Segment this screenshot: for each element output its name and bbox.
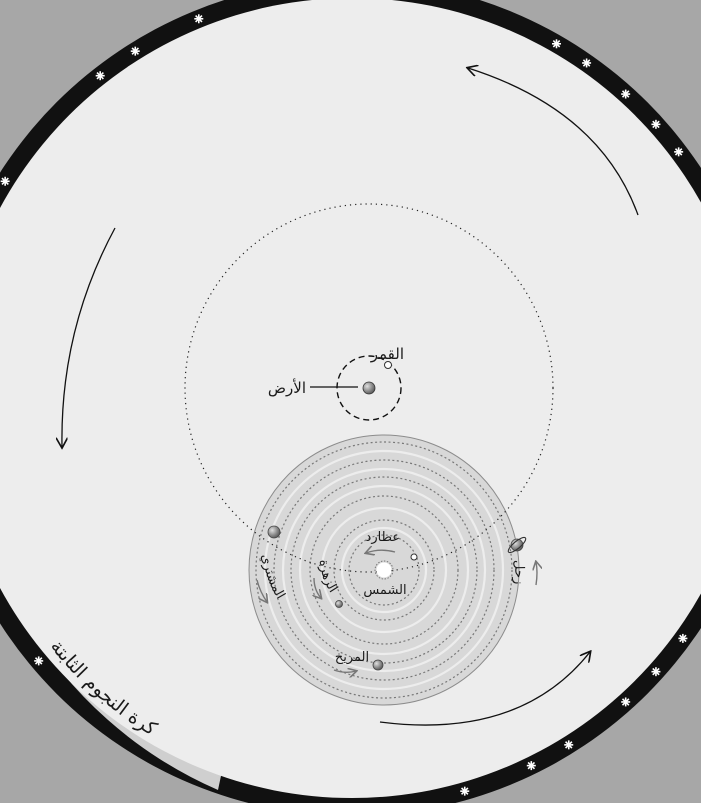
rotation-arrow-left <box>62 227 116 447</box>
earth-label: الأرض <box>268 378 306 397</box>
inner-orbit <box>348 534 420 606</box>
star-icon <box>130 46 140 56</box>
star-icon <box>582 58 592 68</box>
star-icon <box>95 71 105 81</box>
venus-motion-arrow <box>314 577 321 598</box>
star-icon <box>0 176 10 186</box>
star-markers <box>0 14 688 796</box>
mercury-label: عطارد <box>366 530 400 545</box>
orbit-gaps <box>263 449 505 691</box>
mercury-orbit <box>333 519 435 621</box>
sun-rays <box>374 560 394 580</box>
mars-orbit <box>290 476 478 664</box>
star-icon <box>564 740 574 750</box>
saturn-label-text: زحل <box>510 560 526 585</box>
jupiter-motion-arrow <box>256 579 267 602</box>
saturn-label: زحل <box>510 560 526 585</box>
star-icon <box>34 656 44 666</box>
moon <box>384 361 392 369</box>
mars-label: المريخ <box>335 650 369 665</box>
star-icon <box>651 119 661 129</box>
star-icon <box>460 786 470 796</box>
star-icon <box>651 667 661 677</box>
star-icon <box>674 147 684 157</box>
saturn <box>507 536 527 554</box>
sun-orbit-around-earth <box>184 203 554 573</box>
jupiter-orbit <box>273 459 495 681</box>
sun-label: الشمس <box>363 583 406 598</box>
star-icon <box>621 89 631 99</box>
saturn-orbit <box>255 441 513 699</box>
mars <box>372 659 384 671</box>
venus <box>335 600 343 608</box>
earth <box>362 381 376 395</box>
mars-motion-arrow <box>333 670 356 672</box>
star-icon <box>552 39 561 49</box>
mercury <box>410 553 418 561</box>
rotation-arrow-top-right <box>468 68 639 216</box>
venus-orbit <box>309 495 459 645</box>
saturn-ring <box>507 536 527 554</box>
moon-orbit <box>336 355 402 421</box>
sun <box>376 562 392 578</box>
mercury-motion-arrow <box>366 550 396 553</box>
rotation-arrow-bottom-right <box>379 652 590 726</box>
planet-orbits <box>255 441 513 699</box>
star-icon <box>526 761 536 771</box>
jupiter <box>267 525 281 539</box>
star-icon <box>678 633 688 643</box>
saturn-motion-arrow <box>536 562 537 586</box>
star-icon <box>621 697 631 707</box>
star-icon <box>194 14 204 24</box>
moon-label: القمر <box>370 345 404 363</box>
